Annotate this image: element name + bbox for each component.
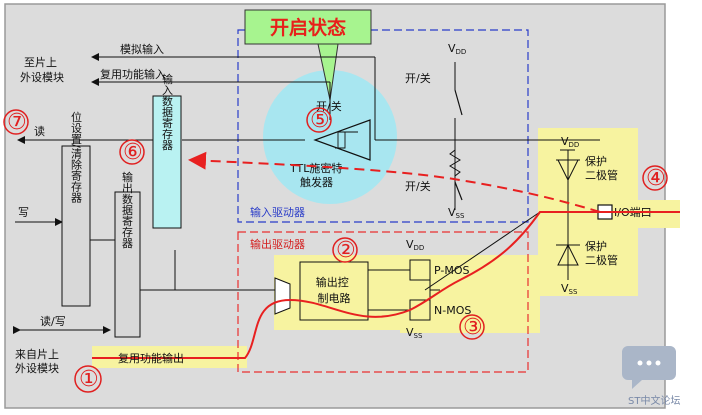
output-driver-label: 输出驱动器 (250, 237, 305, 251)
chat-bubble-icon (622, 346, 676, 389)
marker-5-text: ⑤ (310, 108, 330, 133)
marker-7 (3, 109, 29, 135)
schmitt-trigger (313, 119, 371, 161)
marker-1-text: ① (79, 367, 99, 392)
marker-7-text: ⑦ (7, 110, 27, 135)
output-data-register (114, 191, 141, 338)
marker-4-text: ④ (646, 166, 666, 191)
chat-dot-3 (655, 360, 661, 366)
af-out-label: 复用功能输出 (118, 351, 184, 365)
pull-down-resistor (449, 140, 461, 182)
write-label: 写 (18, 206, 29, 219)
input-data-register-label: 输入数据寄存器 (161, 72, 174, 151)
title-text: 开启状态 (270, 16, 346, 39)
output-control-label: 输出控 制电路 (316, 275, 353, 305)
output-data-register-label: 输出数据寄存器 (121, 170, 134, 249)
input-signal-path (188, 151, 601, 213)
output-driver-region (237, 231, 529, 373)
bsrr-register-label: 位设置/清除寄存器 (70, 110, 83, 204)
marker-3 (459, 314, 485, 340)
analog-in-label: 模拟输入 (120, 42, 164, 56)
output-signal-path (92, 211, 680, 359)
schmitt-on-off-label: 开/关 (316, 99, 342, 113)
marker-6 (119, 139, 145, 165)
highlight-io-right (632, 200, 680, 228)
marker-1 (74, 365, 102, 393)
pull-up-switch (454, 89, 463, 116)
input-driver-label: 输入驱动器 (250, 205, 305, 219)
marker-2 (332, 237, 358, 263)
input-data-register (152, 95, 182, 229)
read-label: 读 (34, 124, 45, 138)
input-driver-region (237, 29, 529, 223)
marker-2-text: ② (336, 238, 356, 263)
marker-5 (306, 107, 332, 133)
pmos-transistor (409, 259, 431, 281)
chat-dot-2 (646, 360, 652, 366)
switch-top-label: 开/关 (405, 71, 431, 85)
to-peripheral-label: 至片上 外设模块 (20, 56, 64, 84)
pmos-label: P-MOS (434, 264, 470, 277)
af-in-label: 复用功能输入 (100, 67, 166, 81)
schmitt-hysteresis-icon (335, 131, 358, 149)
from-peripheral-label: 来自片上 外设模块 (15, 348, 63, 375)
bsrr-register (61, 145, 91, 307)
schmitt-label: TTL施密特 触发器 (289, 161, 346, 189)
marker-3-text: ③ (463, 315, 483, 340)
marker-6-text: ⑥ (123, 140, 143, 165)
diode-bottom-label: 保护 二极管 (585, 239, 618, 267)
watermark-text: ST中文论坛 (628, 394, 680, 407)
wire-output-stage (424, 211, 541, 291)
read-write-label: 读/写 (40, 314, 66, 328)
pull-down-switch (454, 181, 463, 201)
switch-bottom-label: 开/关 (405, 179, 431, 193)
output-mux (274, 277, 291, 315)
chat-dot-1 (637, 360, 643, 366)
diode-top-label: 保护 二极管 (585, 154, 618, 182)
output-control-circuit (299, 261, 369, 321)
title-callout (244, 9, 372, 45)
marker-4 (642, 165, 668, 191)
nmos-label: N-MOS (434, 304, 471, 317)
